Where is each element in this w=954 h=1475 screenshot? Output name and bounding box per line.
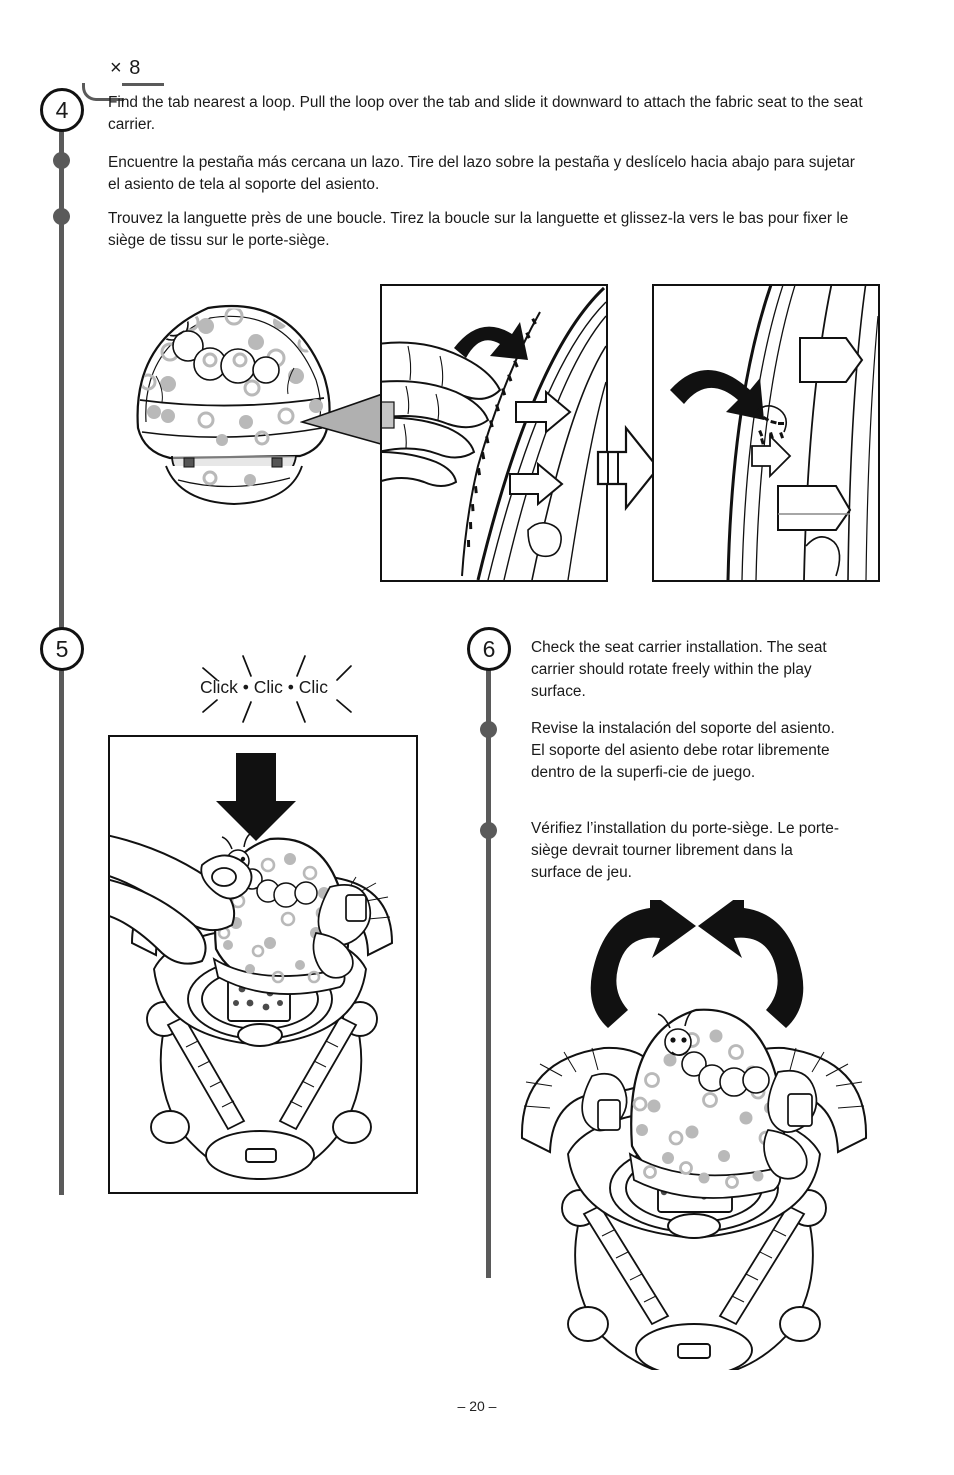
panel-step4-loop-attached [652,284,880,582]
hand-loop-illustration [382,286,606,580]
figure-step6-rotate-seat [500,900,890,1370]
click-burst-rays [185,650,370,725]
step-number-4-label: 4 [55,96,69,123]
step-6-dot-fr [480,822,497,839]
right-arrow-icon [596,424,660,512]
panel-step5-press-seat [108,735,418,1194]
step-number-6: 6 [467,627,511,671]
step-number-5: 5 [40,627,84,671]
quantity-label-step4: × 8 [110,57,142,79]
quantity-leader-line [82,83,124,101]
step-6-text-fr: Vérifiez l’installation du porte-siège. … [531,820,839,881]
step-6-text-en: Check the seat carrier installation. The… [531,639,827,700]
fabric-seat-illustration [136,304,331,505]
figure-step4-fabric-seat [110,280,360,510]
quantity-underline [122,83,164,86]
step-4-dot-es [53,152,70,169]
step-5-rail [59,667,64,1195]
step-4-text-en: Find the tab nearest a loop. Pull the lo… [108,94,863,133]
wedge-arrow-icon [300,390,389,448]
click-sound-label: Click • Clic • Clic [200,677,328,697]
step-4-dot-fr [53,208,70,225]
panel-step4-hand-loop [380,284,608,582]
burst-rays-icon [202,655,352,723]
step-6-dot-es [480,721,497,738]
loop-attached-illustration [670,286,878,580]
step-4-rail [59,128,64,628]
panel-connector-arrow [596,420,660,516]
rotate-seat-illustration [520,900,868,1370]
page-number: – 20 – [457,1398,497,1414]
step-4-text-es: Encuentre la pestaña más cercana un lazo… [108,154,855,193]
step-6-text-es: Revise la instalación del soporte del as… [531,720,835,781]
step-4-text-fr: Trouvez la languette près de une boucle.… [108,210,849,249]
step-number-4: 4 [40,88,84,132]
pointer-wedge-step4 [300,388,390,448]
press-seat-illustration [110,753,394,1180]
step-number-5-label: 5 [55,635,69,662]
step-number-6-label: 6 [482,635,496,662]
step-6-rail [486,667,491,1278]
